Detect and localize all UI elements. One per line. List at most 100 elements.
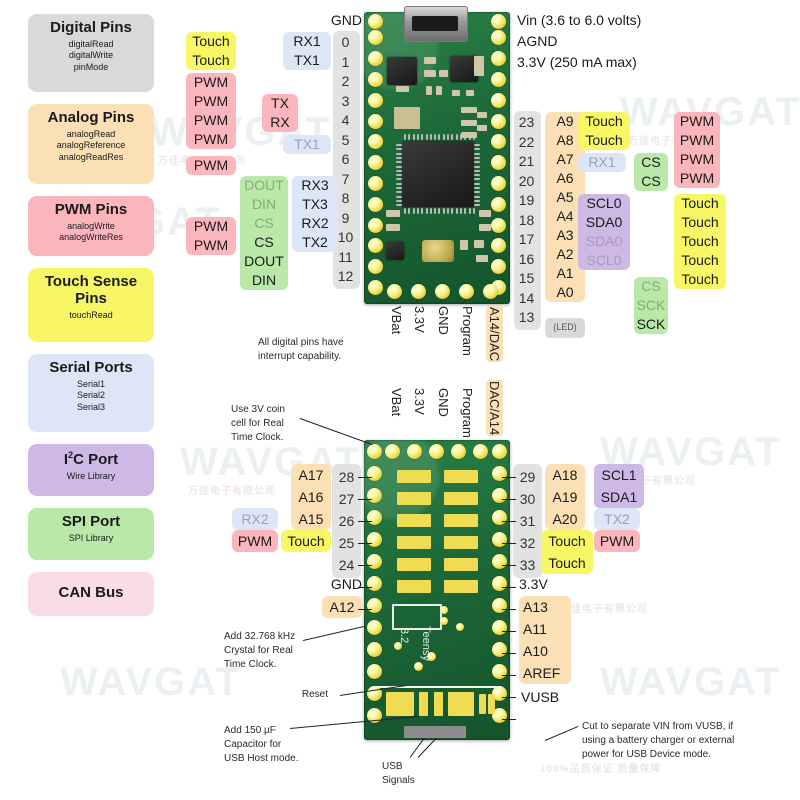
leader-line xyxy=(502,653,516,654)
digital-pin-number: 25 xyxy=(338,535,355,551)
leader-line xyxy=(409,738,425,758)
callout-note: Reset xyxy=(301,689,328,700)
pin-label-power-0: Vin (3.6 to 6.0 volts) xyxy=(517,12,642,28)
leader-line xyxy=(502,543,516,544)
pin-label: PWM xyxy=(193,131,229,148)
pin-label: Touch xyxy=(287,533,325,549)
leader-line xyxy=(502,675,516,676)
pin-label: PWM xyxy=(193,237,229,254)
pin-label: A16 xyxy=(298,489,324,505)
watermark-brand: WAVGAT xyxy=(60,660,242,704)
pwm-label-group-left-c: PWM PWM xyxy=(186,217,236,256)
pin-label: DIN xyxy=(251,272,277,289)
teensy-board-top xyxy=(364,6,510,304)
pin-label: A8 xyxy=(556,132,574,148)
pin-label: SCL0 xyxy=(586,252,622,269)
pin-label-vertical-gnd: GND xyxy=(436,388,451,417)
pin-label: A4 xyxy=(556,208,574,224)
pin-label: Touch xyxy=(681,252,719,269)
legend-sub: digitalRead xyxy=(68,38,114,49)
pin-label: PWM xyxy=(193,112,229,129)
digital-pin-number: 30 xyxy=(519,491,536,507)
pin-label-gnd-top: GND xyxy=(330,12,362,28)
pin-label-vertical-program: Program xyxy=(460,388,475,438)
callout-note: Cut to separate VIN from VUSB, if using … xyxy=(582,721,735,760)
pin-label: A20 xyxy=(552,511,578,527)
pin-label: SDA0 xyxy=(585,214,623,231)
digital-pin-number: 28 xyxy=(338,469,355,485)
pin-label: SCK xyxy=(636,315,666,332)
pin-label: Touch xyxy=(192,33,230,49)
legend-sub: Serial3 xyxy=(76,401,105,412)
pin-label: A1 xyxy=(556,265,574,281)
pin-label: PWM xyxy=(679,151,715,167)
watermark-sub: 100%品质保证 质量保障 xyxy=(540,764,662,775)
pwm-label-bottom-left: PWM xyxy=(232,530,278,552)
leader-line xyxy=(502,565,516,566)
digital-pin-number: 0 xyxy=(341,34,350,50)
watermark-sub: 万佳电子有限公司 xyxy=(188,486,276,497)
leader-line xyxy=(358,499,372,500)
pin-label: PWM xyxy=(599,533,635,549)
pin-label: TX2 xyxy=(302,234,328,251)
legend-title: PWM Pins xyxy=(54,201,128,218)
digital-pin-number: 29 xyxy=(519,469,536,485)
callout-note: Use 3V coin cell for Real Time Clock. xyxy=(231,404,285,443)
digital-pin-number: 12 xyxy=(337,268,354,284)
pin-label: SCK xyxy=(636,296,666,313)
leader-line xyxy=(502,499,516,500)
leader-line xyxy=(358,477,372,478)
pin-label: PWM xyxy=(193,156,229,173)
pin-label: PWM xyxy=(679,132,715,148)
legend-title: Serial Ports xyxy=(49,359,133,376)
pin-label: RX2 xyxy=(301,215,329,232)
pin-label: RX xyxy=(270,113,290,130)
pin-label: A7 xyxy=(556,151,574,167)
pin-label: TX1 xyxy=(294,136,320,152)
pin-label: SCL1 xyxy=(601,467,637,483)
pin-label: SCL0 xyxy=(586,195,622,212)
pin-label: Touch xyxy=(192,52,230,68)
silkscreen-board-name: Teensy xyxy=(420,626,432,661)
serial-label-bottom-left: RX2 xyxy=(232,508,278,530)
digital-pin-number: 14 xyxy=(518,289,535,306)
pin-label: RX1 xyxy=(293,33,321,49)
digital-pin-number: 9 xyxy=(341,209,350,226)
pin-label: PWM xyxy=(679,113,715,129)
leader-line xyxy=(358,587,372,588)
legend-sub: analogRead xyxy=(66,128,116,139)
pin-label: Touch xyxy=(681,214,719,231)
digital-pin-number: 26 xyxy=(338,513,355,529)
pin-label: SDA1 xyxy=(600,489,638,505)
digital-pin-number: 13 xyxy=(518,309,535,325)
digital-pin-number: 32 xyxy=(519,535,536,551)
watermark-brand: WAVGAT xyxy=(600,660,782,704)
legend-title: I2C Port xyxy=(63,450,119,468)
leader-line xyxy=(502,719,516,720)
legend-title: CAN Bus xyxy=(58,584,124,601)
digital-pin-number: 18 xyxy=(518,211,535,228)
callout-note: Add 150 µF Capacitor for USB Host mode. xyxy=(224,725,299,764)
pin-label: A10 xyxy=(523,643,548,659)
pin-label: PWM xyxy=(679,170,715,186)
pwm-label-group-left-b: PWM xyxy=(186,155,236,175)
pin-label: DIN xyxy=(251,196,277,213)
pin-label: PWM xyxy=(193,218,229,235)
leader-line xyxy=(502,631,516,632)
pin-label: Touch xyxy=(681,233,719,250)
pin-label-power-1: AGND xyxy=(517,33,558,49)
digital-pin-number: 19 xyxy=(518,192,535,208)
